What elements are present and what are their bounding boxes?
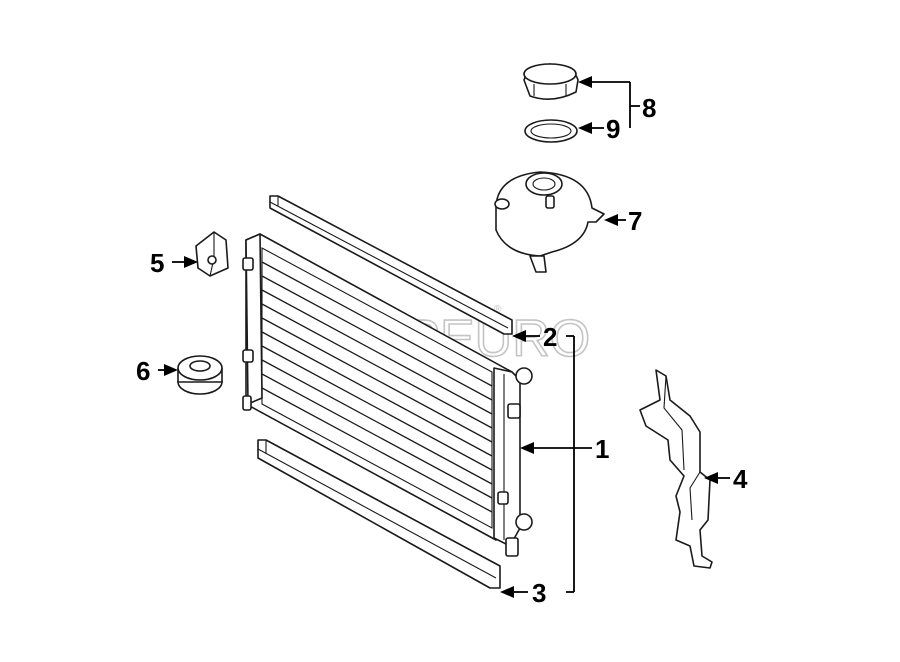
- radiator-fins: [261, 261, 493, 513]
- part-6-grommet[interactable]: [177, 355, 223, 395]
- callout-2: 2: [543, 322, 557, 352]
- part-9-seal-ring[interactable]: [524, 119, 578, 143]
- callout-7: 7: [628, 206, 642, 236]
- callout-4: 4: [733, 464, 748, 494]
- callout-5: 5: [150, 248, 164, 278]
- callout-labels: 8 9 7 5 6 2 1 3 4: [136, 93, 748, 608]
- part-8-reservoir-cap[interactable]: [523, 63, 579, 100]
- callout-9: 9: [606, 114, 620, 144]
- part-4-air-guide[interactable]: [639, 369, 713, 569]
- leader-lines: [158, 76, 730, 598]
- callout-3: 3: [532, 578, 546, 608]
- part-5-mount-bushing[interactable]: [195, 231, 229, 277]
- part-3-lower-seal[interactable]: [257, 439, 501, 589]
- callout-1: 1: [595, 434, 609, 464]
- callout-8: 8: [642, 93, 656, 123]
- part-1-radiator[interactable]: [242, 233, 533, 557]
- part-7-coolant-reservoir[interactable]: [494, 171, 605, 273]
- part-2-upper-seal[interactable]: [269, 195, 513, 335]
- callout-6: 6: [136, 356, 150, 386]
- watermark-registered-mark: ®: [494, 304, 502, 315]
